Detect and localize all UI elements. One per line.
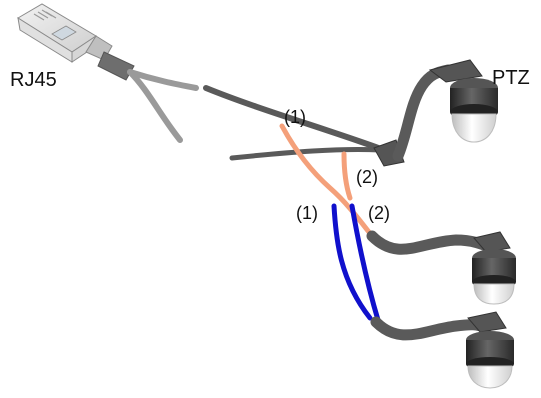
blue-wire-2 [349,203,381,323]
ptz-dome-camera-icon [472,231,516,305]
stub-cable-left [127,69,183,143]
stub-cable-right [127,69,199,91]
wire-2-upper-label: (2) [356,167,378,187]
blue-wire-1 [331,203,373,321]
ptz-top-cable [392,64,454,162]
wire-1-upper-label: (1) [284,107,306,127]
cross-cable [229,146,383,161]
main-cable [203,85,387,153]
wire-2-lower-label: (2) [368,203,390,223]
wire-1-lower-label: (1) [296,203,318,223]
ptz-label: PTZ [492,67,530,89]
orange-wire-1 [279,123,375,239]
ptz-lower-cable [370,316,492,341]
rj45-plug-icon [17,3,135,81]
orange-wire-2 [341,151,353,201]
ptz-dome-camera-icon [428,59,498,143]
ptz-dome-camera-icon [466,311,514,389]
rj45-label: RJ45 [10,69,57,91]
